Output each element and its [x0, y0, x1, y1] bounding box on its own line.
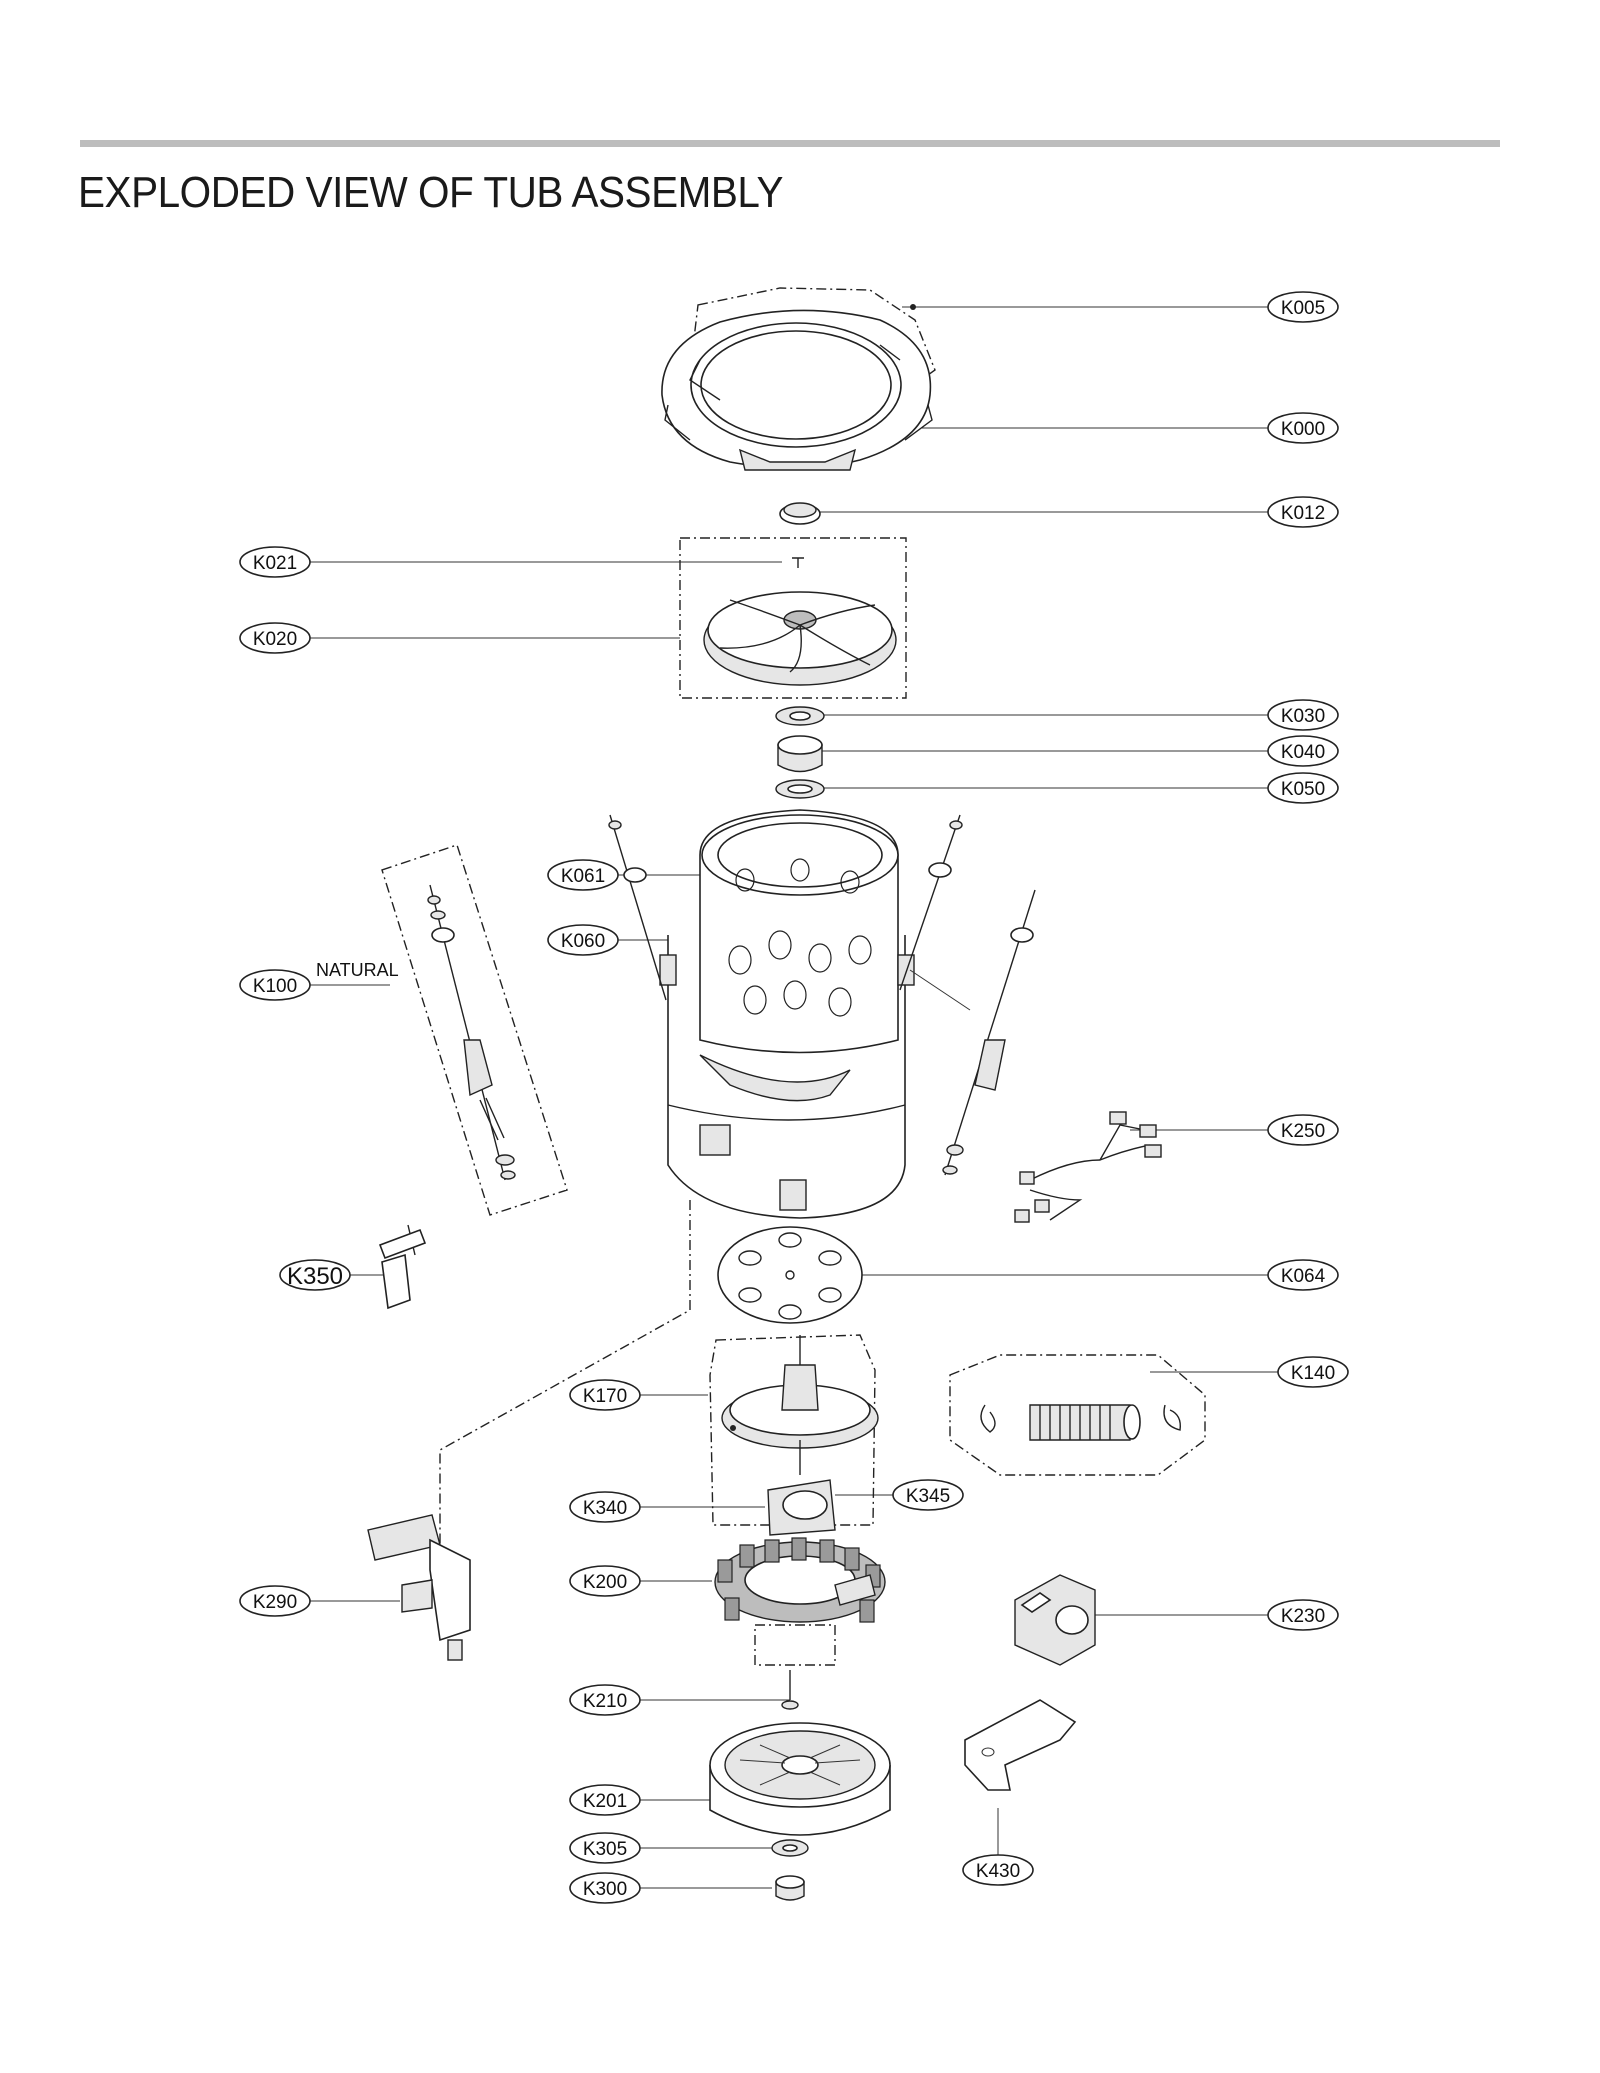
- svg-text:K140: K140: [1291, 1363, 1335, 1384]
- callouts: K005 K000 K012 K021 K020 K030 K040 K050 …: [239, 291, 1349, 1904]
- svg-text:K064: K064: [1281, 1266, 1326, 1287]
- leader-lines: [308, 306, 1278, 1889]
- svg-text:K005: K005: [1281, 298, 1325, 319]
- svg-text:K000: K000: [1281, 419, 1325, 440]
- wire-harness: [1014, 1111, 1162, 1223]
- callout-K040: K040: [1267, 735, 1339, 767]
- callout-K005: K005: [1267, 291, 1339, 323]
- callout-K100: K100: [239, 969, 311, 1001]
- svg-text:K170: K170: [583, 1386, 627, 1407]
- drain-hose: [980, 1404, 1181, 1441]
- mount-bracket: [964, 1699, 1077, 1791]
- page-title: EXPLODED VIEW OF TUB ASSEMBLY: [78, 168, 784, 217]
- callout-K230: K230: [1267, 1599, 1339, 1631]
- svg-text:K061: K061: [561, 866, 605, 887]
- svg-text:K020: K020: [253, 629, 297, 650]
- svg-text:K060: K060: [561, 931, 605, 952]
- svg-text:K201: K201: [583, 1791, 627, 1812]
- svg-text:K350: K350: [287, 1263, 343, 1290]
- svg-text:K021: K021: [253, 553, 297, 574]
- tub-cover: [661, 287, 936, 471]
- callout-K050: K050: [1267, 772, 1339, 804]
- suspension-rods-tub: [608, 814, 1036, 1176]
- callout-K021: K021: [239, 546, 311, 578]
- valve: [1014, 1574, 1096, 1666]
- callout-K020: K020: [239, 622, 311, 654]
- washers-nut: [775, 706, 825, 799]
- callout-K210: K210: [569, 1684, 641, 1716]
- callout-K012: K012: [1267, 496, 1339, 528]
- svg-text:K430: K430: [976, 1861, 1020, 1882]
- bearing-housing: [721, 1335, 879, 1475]
- svg-text:K345: K345: [906, 1486, 950, 1507]
- callout-K201: K201: [569, 1784, 641, 1816]
- suspension-rod-natural: [427, 884, 516, 1181]
- svg-text:K340: K340: [583, 1498, 627, 1519]
- svg-text:K012: K012: [1281, 503, 1325, 524]
- callout-K250: K250: [1267, 1114, 1339, 1146]
- callout-K430: K430: [962, 1854, 1034, 1886]
- pulsator: [703, 557, 897, 686]
- callout-K290: K290: [239, 1585, 311, 1617]
- svg-text:K100: K100: [253, 976, 297, 997]
- rotor: [709, 1722, 891, 1836]
- plate: [717, 1226, 863, 1324]
- callout-K000: K000: [1267, 412, 1339, 444]
- bolt: [781, 1670, 799, 1710]
- svg-text:K040: K040: [1281, 742, 1325, 763]
- sensor: [378, 1224, 427, 1310]
- svg-text:K210: K210: [583, 1691, 627, 1712]
- callout-K345: K345: [892, 1479, 964, 1511]
- svg-text:K030: K030: [1281, 706, 1325, 727]
- top-rule: [80, 140, 1500, 147]
- callout-K340: K340: [569, 1491, 641, 1523]
- callout-K140: K140: [1277, 1356, 1349, 1388]
- svg-text:K050: K050: [1281, 779, 1325, 800]
- callout-K305: K305: [569, 1832, 641, 1864]
- svg-text:K200: K200: [583, 1572, 627, 1593]
- rotor-washer-nut: [771, 1839, 809, 1901]
- lid-lock-bracket: [367, 1514, 471, 1661]
- svg-text:K290: K290: [253, 1592, 297, 1613]
- callout-K300: K300: [569, 1872, 641, 1904]
- callout-K170: K170: [569, 1379, 641, 1411]
- tub-and-basket: [659, 809, 915, 1219]
- callout-K030: K030: [1267, 699, 1339, 731]
- group-boxes: [381, 537, 1206, 1666]
- svg-text:K300: K300: [583, 1879, 627, 1900]
- callout-K200: K200: [569, 1565, 641, 1597]
- hall-sensor: [767, 1479, 836, 1536]
- callout-K064: K064: [1267, 1259, 1339, 1291]
- callout-K350: K350: [279, 1259, 351, 1291]
- stator: [714, 1537, 886, 1623]
- callout-K060: K060: [547, 924, 619, 956]
- callout-K061: K061: [547, 859, 619, 891]
- svg-text:K250: K250: [1281, 1121, 1325, 1142]
- svg-text:K305: K305: [583, 1839, 627, 1860]
- natural-note: NATURAL: [316, 960, 399, 980]
- svg-text:K230: K230: [1281, 1606, 1325, 1627]
- cap: [779, 502, 821, 525]
